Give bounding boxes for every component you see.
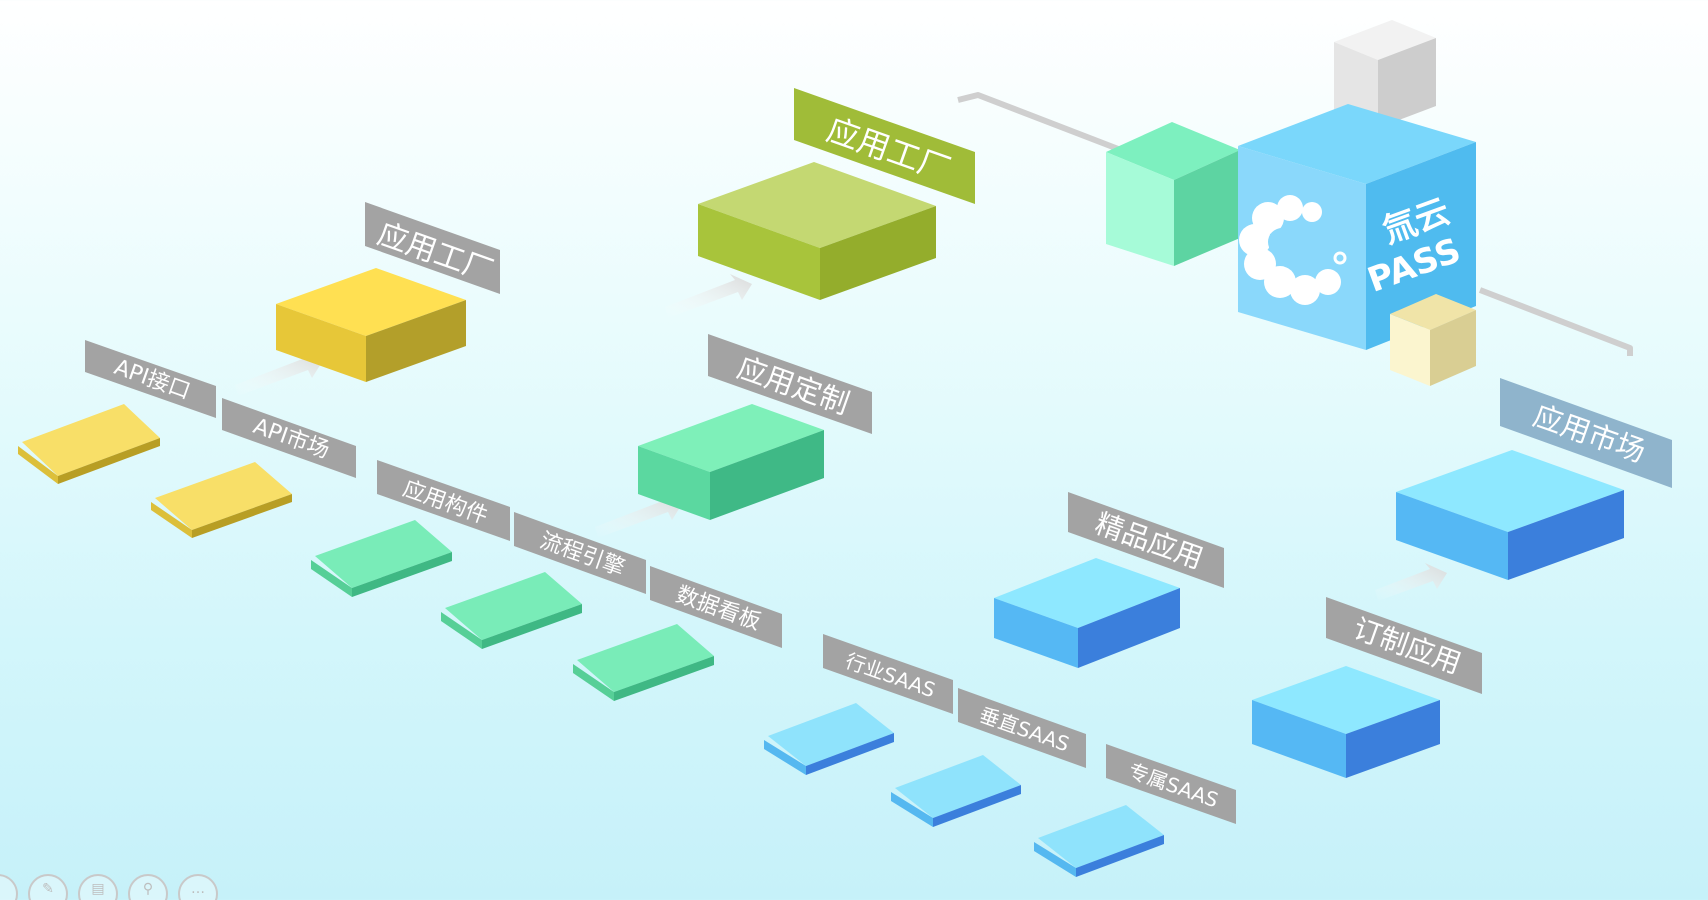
api-market-tile	[151, 462, 292, 538]
app-component-tile	[311, 520, 452, 597]
pen-icon[interactable]: ✎	[28, 874, 68, 900]
slides-icon[interactable]: ▤	[78, 874, 118, 900]
connector-line-bottom	[1478, 287, 1633, 356]
industry-saas-tile	[764, 703, 894, 775]
tag-app-market-text: 应用市场	[1529, 398, 1650, 469]
tag-dedicated-saas-text: 专属SAAS	[1125, 758, 1221, 812]
api-port-tile	[18, 404, 160, 484]
tag-api-market-text: API市场	[250, 414, 333, 464]
factory-top-box	[698, 162, 936, 300]
flow-arrow-1	[235, 352, 322, 396]
data-board-tile	[573, 624, 714, 701]
green-cube	[1106, 122, 1240, 266]
zoom-icon[interactable]: ⚲	[128, 874, 168, 900]
tag-api-port: API接口	[85, 340, 216, 418]
vertical-saas-tile	[891, 755, 1021, 827]
premium-apps-box	[994, 558, 1180, 668]
connector-line-top	[957, 92, 1128, 155]
flow-arrow-4	[1375, 563, 1447, 601]
slideshow-toolbar: ‹ ✎ ▤ ⚲ …	[0, 874, 218, 900]
tag-industry-saas: 行业SAAS	[823, 634, 953, 714]
tag-api-port-text: API接口	[111, 355, 194, 405]
app-market-box	[1396, 450, 1624, 580]
more-icon[interactable]: …	[178, 874, 218, 900]
dedicated-saas-tile	[1034, 805, 1164, 877]
tag-data-board-text: 数据看板	[673, 582, 764, 635]
tag-vertical-saas: 垂直SAAS	[958, 688, 1086, 768]
tag-custom-apps-text: 订制应用	[1349, 612, 1466, 680]
tag-api-market: API市场	[222, 398, 356, 478]
flow-arrow-2	[665, 274, 752, 318]
cream-cube	[1390, 294, 1476, 386]
factory-left-box	[276, 268, 466, 382]
previous-icon[interactable]: ‹	[0, 874, 18, 900]
paas-cube: 氚云 PASS	[1238, 104, 1476, 350]
app-custom-box	[638, 404, 824, 520]
flow-engine-tile	[441, 572, 582, 649]
cloud-logo-icon	[1239, 195, 1347, 305]
tag-flow-engine-text: 流程引擎	[537, 528, 628, 581]
tag-vertical-saas-text: 垂直SAAS	[976, 702, 1072, 756]
flow-arrow-3	[595, 494, 682, 538]
custom-apps-box	[1252, 666, 1440, 778]
tag-industry-saas-text: 行业SAAS	[842, 648, 938, 702]
